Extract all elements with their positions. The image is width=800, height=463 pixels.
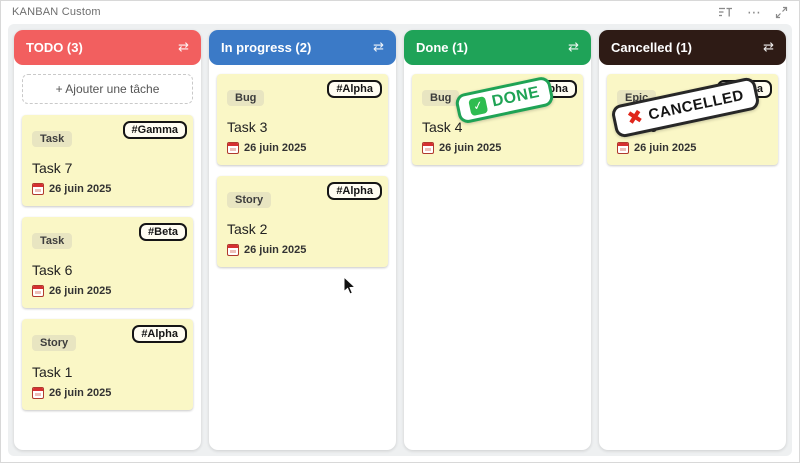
column-header: Cancelled (1) ⇄	[599, 30, 786, 65]
add-task-button[interactable]: + Ajouter une tâche	[22, 74, 193, 104]
column-header: In progress (2) ⇄	[209, 30, 396, 65]
task-card[interactable]: #Alpha Epic Task 5 26 juin 2025 ✖ CANCEL…	[607, 74, 778, 165]
card-date-row: 26 juin 2025	[227, 142, 378, 154]
calendar-icon	[32, 183, 44, 195]
column-header: Done (1) ⇄	[404, 30, 591, 65]
card-type-badge: Task	[32, 233, 73, 249]
card-date-row: 26 juin 2025	[617, 142, 768, 154]
card-date: 26 juin 2025	[634, 142, 697, 154]
filter-sort-icon[interactable]	[718, 6, 733, 18]
calendar-icon	[32, 285, 44, 297]
card-tag: #Alpha	[327, 182, 382, 200]
column-body: #Alpha Bug Task 3 26 juin 2025 #Alpha St…	[209, 65, 396, 287]
task-card[interactable]: #Gamma Task Task 7 26 juin 2025	[22, 115, 193, 206]
card-type-badge: Story	[32, 335, 77, 351]
stamp-icon: ✓	[468, 95, 489, 116]
column-done: Done (1) ⇄ #Alpha Bug Task 4 26 juin 202…	[404, 30, 591, 450]
column-in-progress: In progress (2) ⇄ #Alpha Bug Task 3 26 j…	[209, 30, 396, 450]
card-date-row: 26 juin 2025	[32, 183, 183, 195]
topbar: KANBAN Custom ⋯	[0, 0, 800, 24]
task-card[interactable]: #Alpha Story Task 2 26 juin 2025	[217, 176, 388, 267]
card-title: Task 2	[227, 221, 268, 237]
board: TODO (3) ⇄ + Ajouter une tâche #Gamma Ta…	[8, 24, 792, 456]
swap-columns-icon[interactable]: ⇄	[568, 40, 579, 55]
column-body: #Alpha Bug Task 4 26 juin 2025 ✓ DONE	[404, 65, 591, 185]
window-title: KANBAN Custom	[12, 6, 101, 18]
card-date-row: 26 juin 2025	[32, 285, 183, 297]
calendar-icon	[617, 142, 629, 154]
card-date: 26 juin 2025	[49, 183, 112, 195]
more-options-icon[interactable]: ⋯	[747, 4, 761, 20]
swap-columns-icon[interactable]: ⇄	[373, 40, 384, 55]
column-title: TODO (3)	[26, 40, 83, 55]
card-title: Task 1	[32, 364, 73, 380]
card-type-badge: Story	[227, 192, 272, 208]
task-card[interactable]: #Alpha Bug Task 3 26 juin 2025	[217, 74, 388, 165]
card-date: 26 juin 2025	[244, 244, 307, 256]
stamp-icon: ✖	[624, 105, 646, 131]
card-type-badge: Bug	[227, 90, 265, 106]
card-date: 26 juin 2025	[244, 142, 307, 154]
column-title: Done (1)	[416, 40, 468, 55]
calendar-icon	[227, 244, 239, 256]
calendar-icon	[227, 142, 239, 154]
task-card[interactable]: #Alpha Bug Task 4 26 juin 2025 ✓ DONE	[412, 74, 583, 165]
column-title: In progress (2)	[221, 40, 312, 55]
column-title: Cancelled (1)	[611, 40, 692, 55]
card-tag: #Alpha	[132, 325, 187, 343]
column-cancelled: Cancelled (1) ⇄ #Alpha Epic Task 5 26 ju…	[599, 30, 786, 450]
calendar-icon	[32, 387, 44, 399]
expand-icon[interactable]	[775, 6, 788, 19]
swap-columns-icon[interactable]: ⇄	[763, 40, 774, 55]
card-tag: #Beta	[139, 223, 187, 241]
calendar-icon	[422, 142, 434, 154]
column-body: #Alpha Epic Task 5 26 juin 2025 ✖ CANCEL…	[599, 65, 786, 185]
topbar-icons: ⋯	[718, 4, 788, 20]
status-stamp: ✓ DONE	[453, 75, 556, 125]
card-title: Task 7	[32, 160, 73, 176]
card-date-row: 26 juin 2025	[227, 244, 378, 256]
card-title: Task 6	[32, 262, 73, 278]
card-title: Task 4	[422, 119, 463, 135]
card-tag: #Alpha	[327, 80, 382, 98]
card-date-row: 26 juin 2025	[32, 387, 183, 399]
swap-columns-icon[interactable]: ⇄	[178, 40, 189, 55]
card-type-badge: Task	[32, 131, 73, 147]
card-type-badge: Bug	[422, 90, 460, 106]
card-title: Task 3	[227, 119, 268, 135]
task-card[interactable]: #Alpha Story Task 1 26 juin 2025	[22, 319, 193, 410]
column-todo: TODO (3) ⇄ + Ajouter une tâche #Gamma Ta…	[14, 30, 201, 450]
column-body: + Ajouter une tâche #Gamma Task Task 7 2…	[14, 65, 201, 430]
card-date-row: 26 juin 2025	[422, 142, 573, 154]
card-date: 26 juin 2025	[439, 142, 502, 154]
card-date: 26 juin 2025	[49, 387, 112, 399]
column-header: TODO (3) ⇄	[14, 30, 201, 65]
card-tag: #Gamma	[122, 121, 187, 139]
task-card[interactable]: #Beta Task Task 6 26 juin 2025	[22, 217, 193, 308]
stamp-label: DONE	[490, 83, 542, 111]
card-date: 26 juin 2025	[49, 285, 112, 297]
